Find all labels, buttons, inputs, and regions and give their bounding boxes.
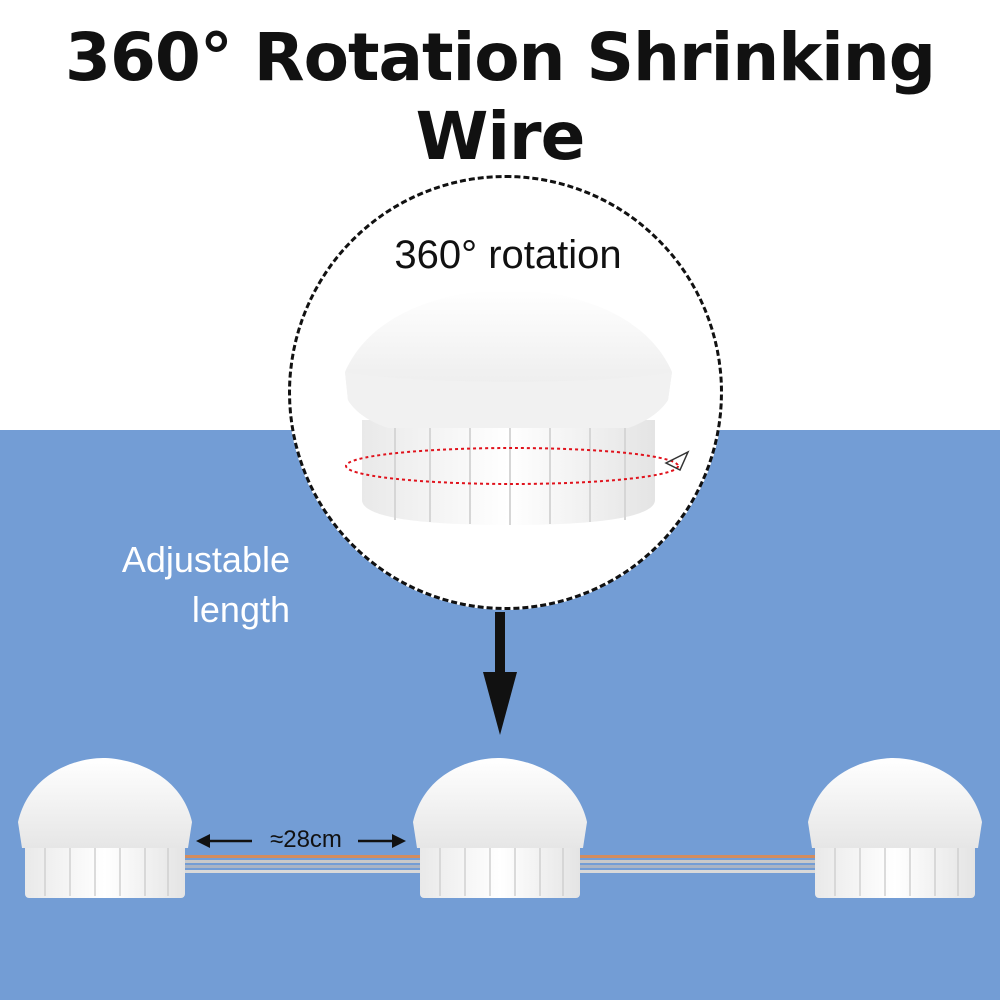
- lamp-left: [18, 758, 192, 898]
- rotation-ring: [345, 447, 690, 485]
- dimension-label: ≈28cm: [270, 826, 342, 853]
- side-label-line1: Adjustable: [121, 539, 290, 580]
- wire-right: [580, 855, 820, 873]
- page-title: 360° Rotation Shrinking Wire: [65, 19, 936, 176]
- lamp-right: [808, 758, 982, 898]
- wire-left: [185, 855, 420, 873]
- down-arrow: [483, 612, 517, 735]
- zoom-label: 360° rotation: [394, 233, 622, 277]
- zoom-lamp: [345, 290, 672, 525]
- dimension-arrow: [196, 834, 406, 848]
- lamp-middle: [413, 758, 587, 898]
- side-label: Adjustable length: [60, 535, 290, 636]
- side-label-line2: length: [191, 589, 290, 631]
